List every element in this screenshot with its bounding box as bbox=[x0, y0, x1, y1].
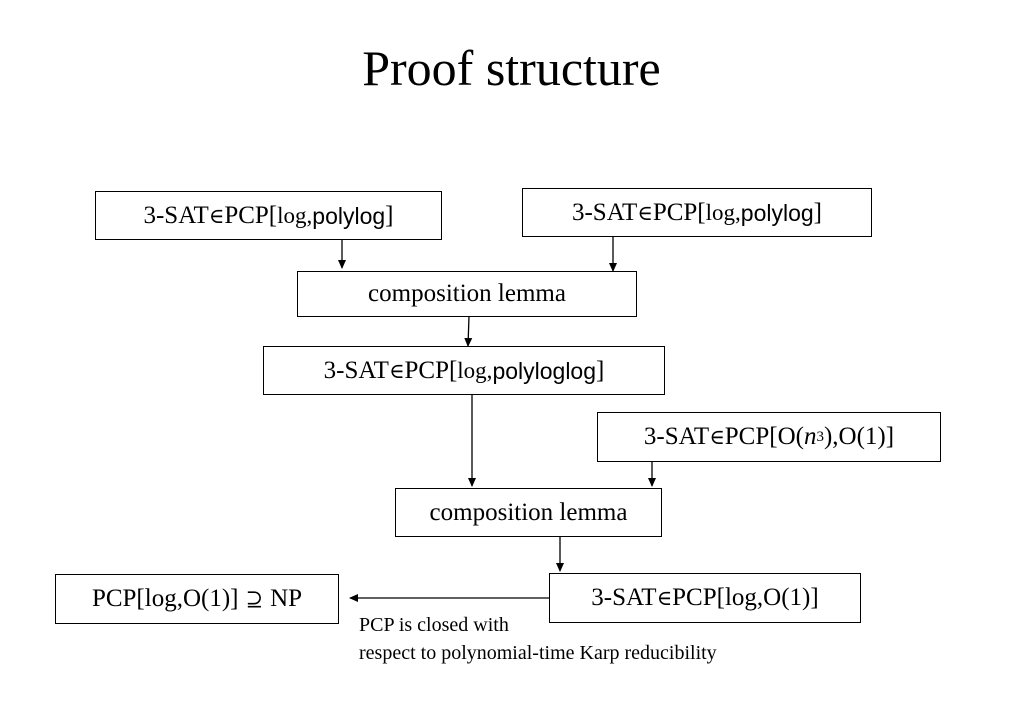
element-of-symbol: ∈ bbox=[656, 586, 673, 610]
element-of-symbol: ∈ bbox=[637, 200, 653, 225]
element-of-symbol: ∈ bbox=[388, 358, 405, 383]
node-top-right-param: polylog bbox=[740, 199, 814, 226]
node-top-right-pcp: PCP[ bbox=[652, 198, 706, 226]
node-top-left-param: polylog bbox=[312, 202, 386, 229]
composition-lemma-1-label: composition lemma bbox=[368, 280, 566, 307]
node-middle-param: polyloglog bbox=[492, 357, 597, 384]
node-middle-pcp: PCP[ bbox=[404, 356, 458, 384]
node-cubic-prefix: 3-SAT bbox=[643, 423, 710, 450]
node-final: 3-SAT∈PCP[log,O(1)] bbox=[549, 573, 861, 623]
node-cubic-pcp: PCP[O( bbox=[724, 423, 804, 450]
node-top-right-close: ] bbox=[813, 198, 822, 226]
node-middle: 3-SAT∈PCP[log,polyloglog] bbox=[263, 346, 665, 395]
node-final-rest: PCP[log,O(1)] bbox=[672, 584, 819, 611]
node-cubic-rest: ),O(1)] bbox=[823, 423, 895, 450]
element-of-symbol: ∈ bbox=[709, 425, 725, 449]
node-top-right-log: log, bbox=[705, 199, 741, 225]
node-middle-prefix: 3-SAT bbox=[323, 356, 389, 384]
node-final-prefix: 3-SAT bbox=[591, 584, 657, 611]
superset-equal-symbol: ⊇ bbox=[245, 587, 264, 611]
node-conclusion-left: PCP[log,O(1)] bbox=[91, 585, 239, 612]
node-top-right: 3-SAT∈PCP[log,polylog] bbox=[522, 188, 872, 237]
node-top-left-prefix: 3-SAT bbox=[143, 201, 209, 229]
composition-lemma-2-label: composition lemma bbox=[429, 498, 628, 526]
node-top-right-prefix: 3-SAT bbox=[571, 198, 638, 226]
node-top-left: 3-SAT∈PCP[log,polylog] bbox=[95, 191, 442, 240]
node-composition-lemma-2: composition lemma bbox=[395, 488, 662, 537]
slide-title: Proof structure bbox=[362, 40, 661, 96]
arrow-composition-to-middle bbox=[464, 315, 473, 347]
element-of-symbol: ∈ bbox=[208, 203, 225, 228]
node-conclusion: PCP[log,O(1)]⊇NP bbox=[55, 574, 339, 624]
node-middle-close: ] bbox=[596, 356, 605, 384]
node-middle-log: log, bbox=[457, 357, 493, 383]
closure-note-line-1: PCP is closed with bbox=[359, 614, 509, 636]
closure-note-line-2: respect to polynomial-time Karp reducibi… bbox=[359, 642, 717, 664]
node-top-left-pcp: PCP[ bbox=[224, 201, 278, 229]
node-top-left-close: ] bbox=[385, 201, 394, 229]
node-composition-lemma-1: composition lemma bbox=[297, 271, 637, 317]
node-top-left-log: log, bbox=[277, 202, 313, 228]
node-cubic-var: n bbox=[803, 423, 817, 450]
node-conclusion-right: NP bbox=[270, 585, 303, 612]
